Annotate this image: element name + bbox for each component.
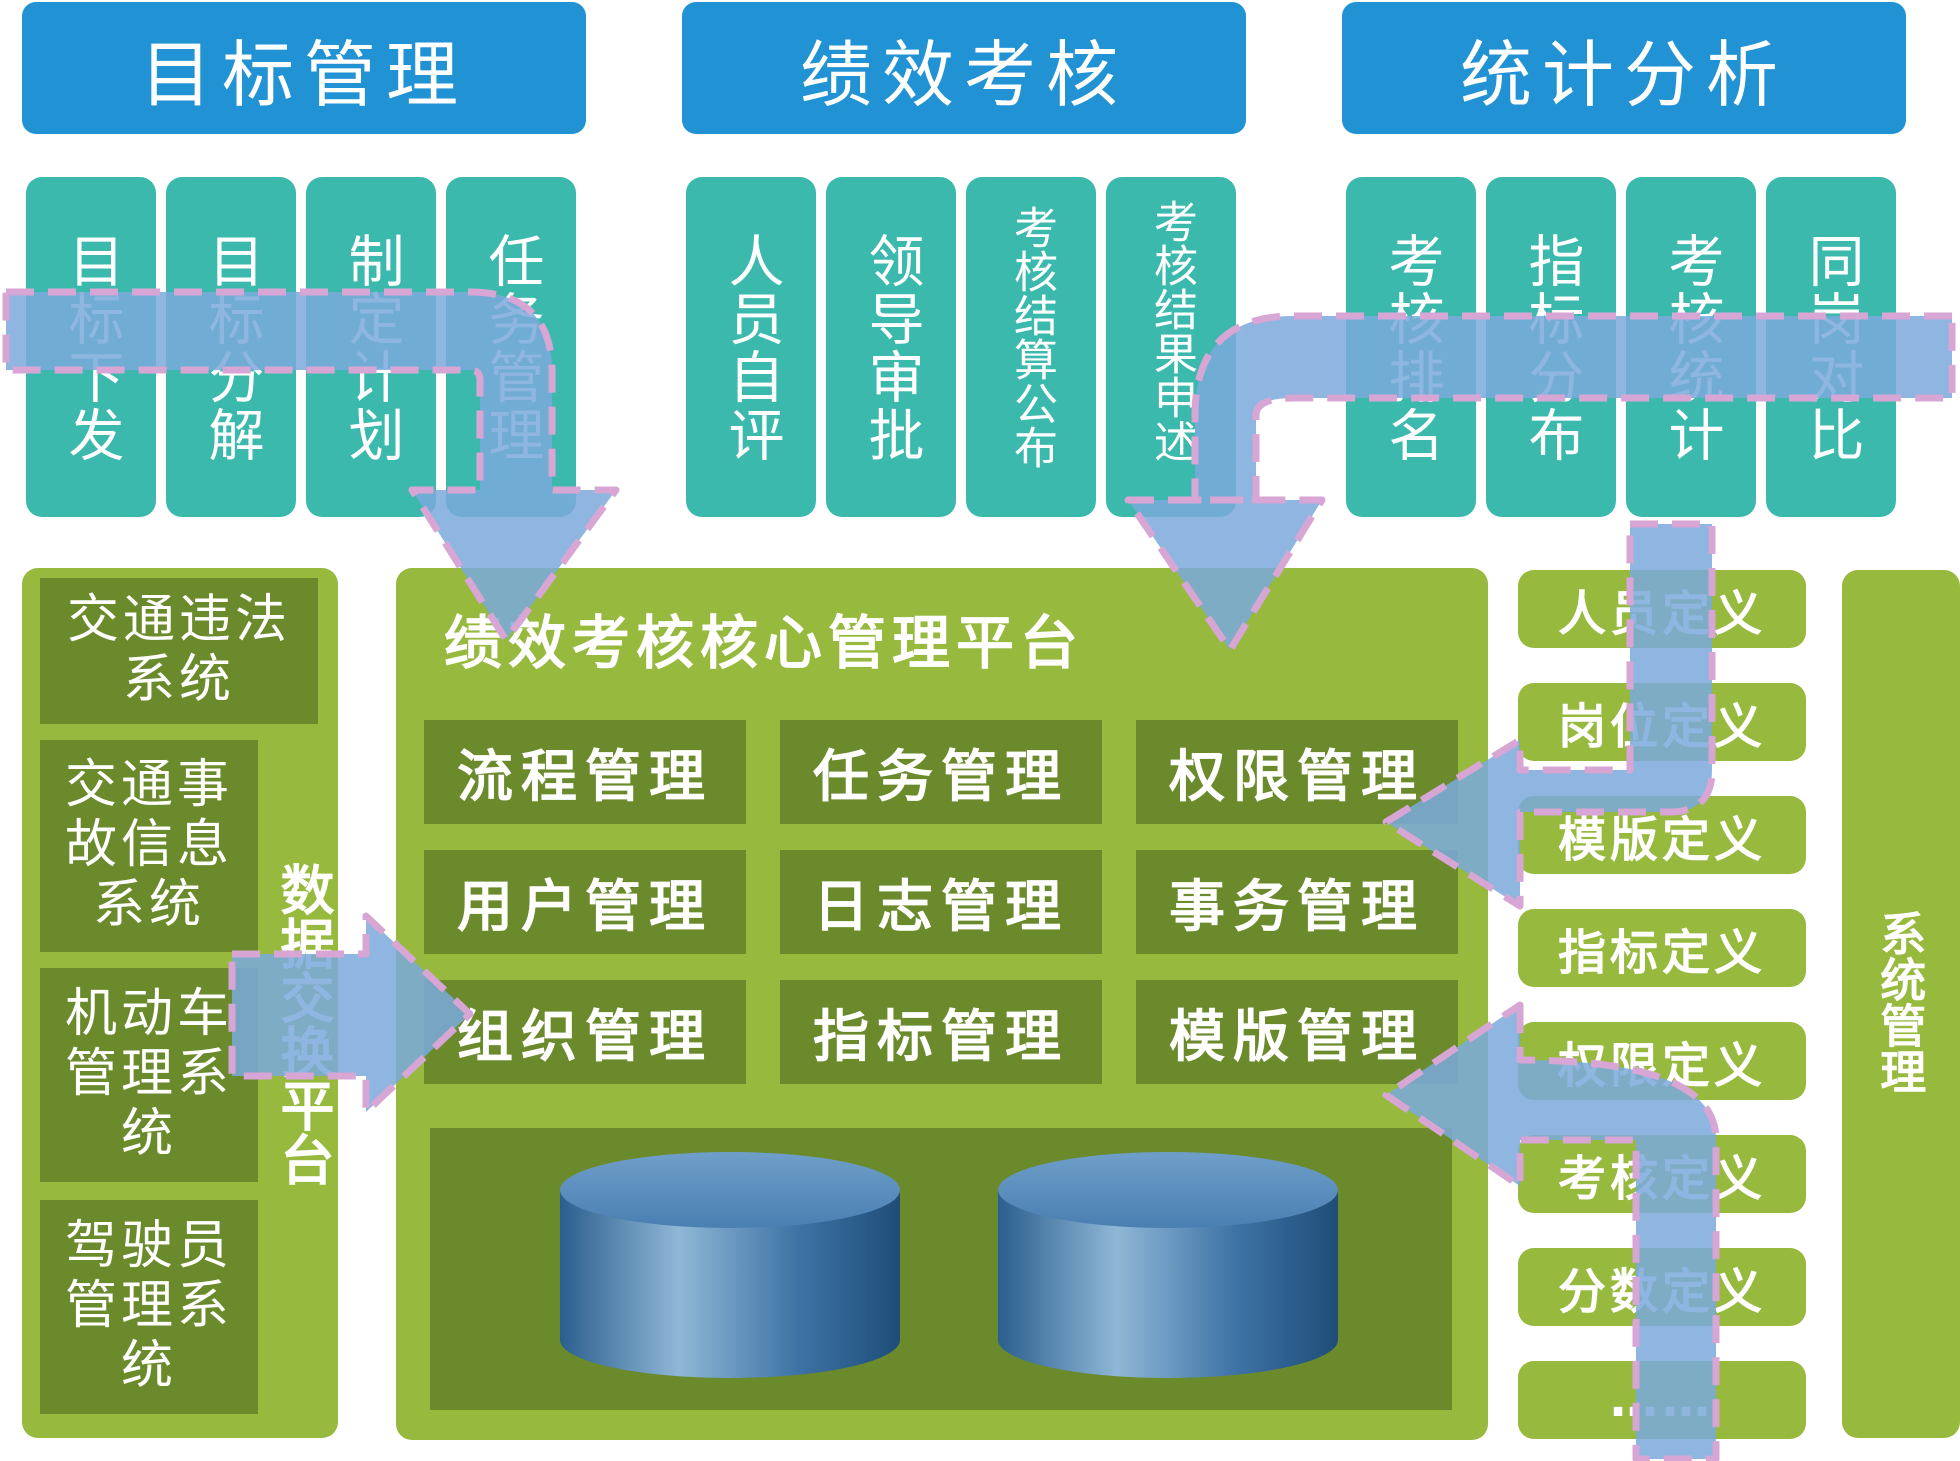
system-management-label: 系统管理: [1873, 910, 1928, 1094]
definition-indicator[interactable]: 指标定义: [1518, 909, 1806, 987]
stats-item-distribution[interactable]: 指标分布: [1486, 177, 1616, 517]
category-performance-appraisal[interactable]: 绩效考核: [682, 2, 1246, 134]
goal-item-label: 目标下发: [59, 232, 124, 464]
exchange-platform-label: 数据交换平台: [271, 862, 334, 1186]
goal-item-label: 制定计划: [339, 232, 404, 464]
module-user[interactable]: 用户管理: [424, 850, 746, 954]
platform-title: 绩效考核核心管理平台: [444, 609, 1085, 677]
module-indicator[interactable]: 指标管理: [780, 980, 1102, 1084]
module-permission[interactable]: 权限管理: [1136, 720, 1458, 824]
appraisal-item-publish[interactable]: 考核结算公布: [966, 177, 1096, 517]
module-log[interactable]: 日志管理: [780, 850, 1102, 954]
appraisal-item-approve[interactable]: 领导审批: [826, 177, 956, 517]
stats-item-statistics[interactable]: 考核统计: [1626, 177, 1756, 517]
module-organization[interactable]: 组织管理: [424, 980, 746, 1084]
database-icon: [998, 1152, 1338, 1378]
database-icon: [560, 1152, 900, 1378]
appraisal-item-appeal[interactable]: 考核结果申述: [1106, 177, 1236, 517]
stats-item-label: 指标分布: [1519, 232, 1584, 464]
module-task[interactable]: 任务管理: [780, 720, 1102, 824]
category-goal-management[interactable]: 目标管理: [22, 2, 586, 134]
definition-personnel[interactable]: 人员定义: [1518, 570, 1806, 648]
appraisal-item-self[interactable]: 人员自评: [686, 177, 816, 517]
appraisal-item-label: 考核结果申述: [1146, 199, 1197, 463]
stats-item-label: 同岗对比: [1799, 232, 1864, 464]
system-management-panel[interactable]: [1842, 570, 1960, 1438]
source-traffic-violation[interactable]: 交通违法系统: [40, 578, 318, 724]
definition-template[interactable]: 模版定义: [1518, 796, 1806, 874]
definition-appraisal[interactable]: 考核定义: [1518, 1135, 1806, 1213]
goal-item-plan[interactable]: 制定计划: [306, 177, 436, 517]
stats-item-label: 考核排名: [1379, 232, 1444, 464]
definition-permission[interactable]: 权限定义: [1518, 1022, 1806, 1100]
goal-item-decompose[interactable]: 目标分解: [166, 177, 296, 517]
definition-more[interactable]: ……: [1518, 1361, 1806, 1439]
goal-item-issue[interactable]: 目标下发: [26, 177, 156, 517]
category-statistical-analysis[interactable]: 统计分析: [1342, 2, 1906, 134]
goal-item-task[interactable]: 任务管理: [446, 177, 576, 517]
module-template[interactable]: 模版管理: [1136, 980, 1458, 1084]
appraisal-item-label: 人员自评: [719, 232, 784, 464]
stats-item-label: 考核统计: [1659, 232, 1724, 464]
module-transaction[interactable]: 事务管理: [1136, 850, 1458, 954]
module-process[interactable]: 流程管理: [424, 720, 746, 824]
appraisal-item-label: 考核结算公布: [1006, 205, 1057, 469]
goal-item-label: 任务管理: [479, 232, 544, 464]
appraisal-item-label: 领导审批: [859, 232, 924, 464]
definition-position[interactable]: 岗位定义: [1518, 683, 1806, 761]
goal-item-label: 目标分解: [199, 232, 264, 464]
source-driver-management[interactable]: 驾驶员管理系统: [40, 1200, 258, 1414]
stats-item-comparison[interactable]: 同岗对比: [1766, 177, 1896, 517]
definition-score[interactable]: 分数定义: [1518, 1248, 1806, 1326]
source-vehicle-management[interactable]: 机动车管理系统: [40, 968, 258, 1182]
stats-item-ranking[interactable]: 考核排名: [1346, 177, 1476, 517]
source-traffic-accident[interactable]: 交通事故信息系统: [40, 740, 258, 952]
